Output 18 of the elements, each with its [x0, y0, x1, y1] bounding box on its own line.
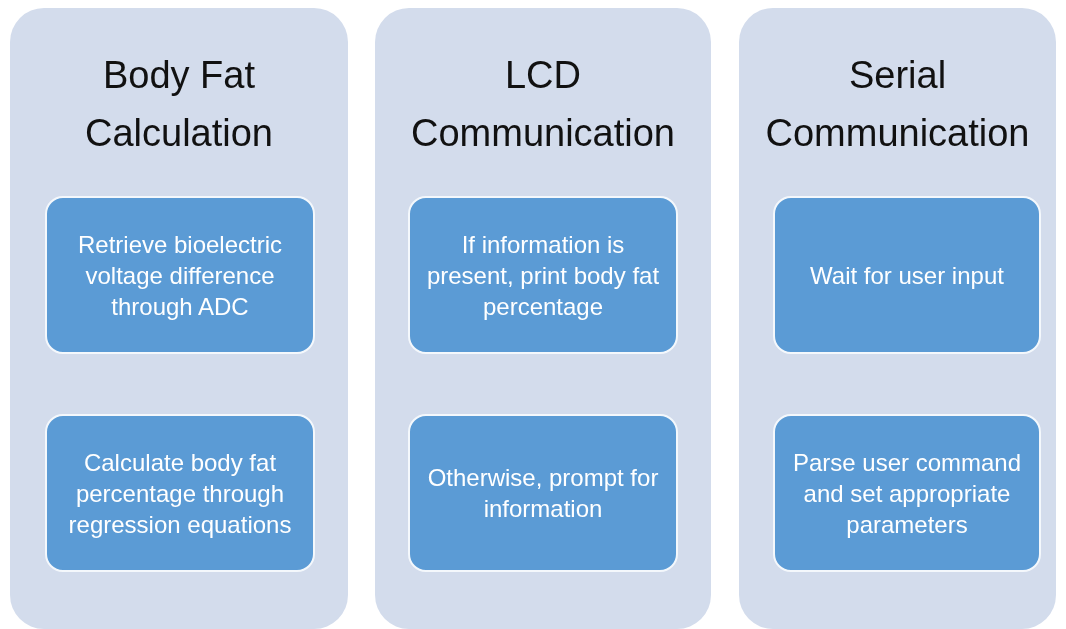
step-box	[773, 196, 1041, 354]
group-panel	[739, 8, 1056, 629]
group-panel	[10, 8, 348, 629]
step-box	[45, 414, 315, 572]
group-title: Body Fat Calculation	[84, 53, 274, 156]
group-title: Serial Communication	[764, 53, 1031, 156]
step-box	[45, 196, 315, 354]
step-text: Parse user command and set appropriate parameters	[791, 447, 1023, 540]
step-box	[773, 414, 1041, 572]
step-text: Calculate body fat percentage through regression equations	[67, 447, 293, 540]
step-text: Retrieve bioelectric voltage difference through ADC	[76, 229, 284, 322]
step-box	[408, 414, 678, 572]
group-panel	[375, 8, 711, 629]
step-text: Wait for user input	[809, 260, 1005, 291]
step-box	[408, 196, 678, 354]
group-title: LCD Communication	[410, 53, 676, 156]
step-text: Otherwise, prompt for information	[426, 463, 660, 524]
step-text: If information is present, print body fat percentage	[425, 229, 661, 322]
